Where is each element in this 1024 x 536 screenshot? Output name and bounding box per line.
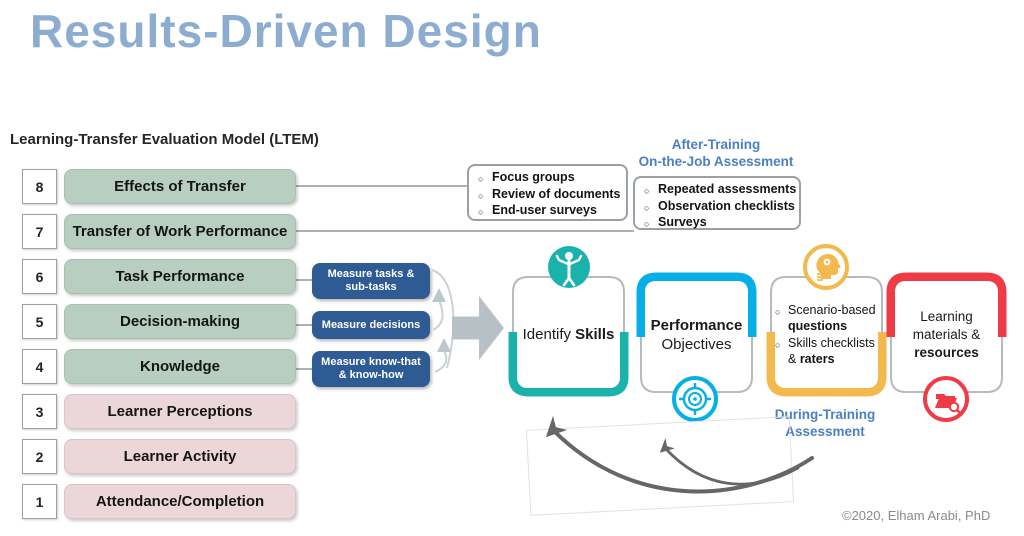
ltem-level-row: 7 Transfer of Work Performance xyxy=(22,214,296,249)
level-number: 1 xyxy=(22,484,57,519)
level-bar: Learner Perceptions xyxy=(64,394,296,429)
identify-skills-label: Identify Skills xyxy=(517,281,620,388)
bullet-item: Scenario-based questions xyxy=(775,302,878,335)
level-number: 3 xyxy=(22,394,57,429)
level-number: 4 xyxy=(22,349,57,384)
person-raising-arms-icon xyxy=(548,246,590,288)
ltem-level-row: 1 Attendance/Completion xyxy=(22,484,296,519)
copyright-text: ©2020, Elham Arabi, PhD xyxy=(842,508,991,523)
model-subtitle: Learning-Transfer Evaluation Model (LTEM… xyxy=(10,131,319,148)
after-training-label: After-Training On-the-Job Assessment xyxy=(638,137,794,169)
learning-materials-box: Learning materials & resources xyxy=(886,272,1007,397)
level-bar: Decision-making xyxy=(64,304,296,339)
bullet-item: Observation checklists xyxy=(643,198,795,216)
level-bar: Effects of Transfer xyxy=(64,169,296,204)
level-number: 2 xyxy=(22,439,57,474)
ltem-level-row: 6 Task Performance xyxy=(22,259,296,294)
during-training-label: During-Training Assessment xyxy=(774,407,876,439)
measure-box-tasks: Measure tasks & sub-tasks xyxy=(312,263,430,299)
level-bar: Task Performance xyxy=(64,259,296,294)
bullet-item: Skills checklists & raters xyxy=(775,335,878,368)
ltem-level-row: 4 Knowledge xyxy=(22,349,296,384)
bullet-item: Repeated assessments xyxy=(643,181,796,199)
measure-box-knowledge: Measure know-that & know-how xyxy=(312,351,430,387)
connector-level6 xyxy=(291,279,313,281)
measure-box-decisions: Measure decisions xyxy=(312,311,430,339)
bullet-item: Review of documents xyxy=(477,186,621,204)
sketch-curved-arrows xyxy=(545,415,814,494)
transfer-methods-box: Focus groups Review of documents End-use… xyxy=(467,164,628,221)
performance-objectives-box: Performance Objectives xyxy=(636,272,757,397)
head-gear-icon xyxy=(803,244,849,290)
ltem-level-row: 8 Effects of Transfer xyxy=(22,169,296,204)
connector-level5 xyxy=(291,324,313,326)
identify-skills-box: Identify Skills xyxy=(508,272,629,397)
folder-search-icon xyxy=(923,376,969,422)
connector-level7 xyxy=(291,230,634,232)
assessment-items-box: Scenario-based questions Skills checklis… xyxy=(766,272,887,397)
level-bar: Learner Activity xyxy=(64,439,296,474)
bullet-item: End-user surveys xyxy=(477,202,618,220)
level-bar: Transfer of Work Performance xyxy=(64,214,296,249)
connector-level8 xyxy=(291,185,468,187)
learning-materials-label: Learning materials & resources xyxy=(895,281,998,388)
performance-objectives-label: Performance Objectives xyxy=(645,281,748,388)
level-number: 7 xyxy=(22,214,57,249)
level-number: 6 xyxy=(22,259,57,294)
level-bar: Knowledge xyxy=(64,349,296,384)
bullet-item: Focus groups xyxy=(477,169,618,187)
level-number: 8 xyxy=(22,169,57,204)
connector-level4 xyxy=(291,368,313,370)
on-the-job-assessment-box: Repeated assessments Observation checkli… xyxy=(633,176,801,232)
ltem-level-row: 2 Learner Activity xyxy=(22,439,296,474)
assessment-items-list: Scenario-based questions Skills checklis… xyxy=(775,281,878,388)
bullet-item: Surveys xyxy=(643,214,791,232)
ltem-level-row: 5 Decision-making xyxy=(22,304,296,339)
page-title: Results-Driven Design xyxy=(30,5,542,57)
target-icon xyxy=(672,376,718,422)
level-bar: Attendance/Completion xyxy=(64,484,296,519)
level-number: 5 xyxy=(22,304,57,339)
ltem-level-row: 3 Learner Perceptions xyxy=(22,394,296,429)
